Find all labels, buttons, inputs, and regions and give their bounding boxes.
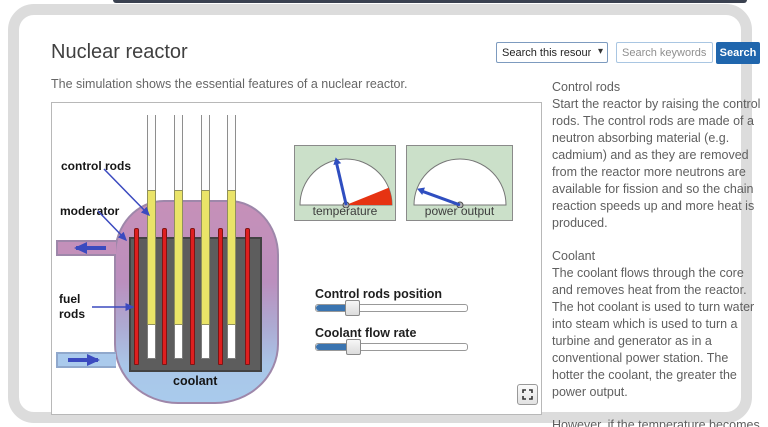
gauge-dial <box>413 158 507 208</box>
slider-fill <box>316 305 353 311</box>
info-section-warning: However, if the temperature becomes too … <box>552 417 762 427</box>
control-rods-slider[interactable] <box>315 300 468 316</box>
search-button[interactable]: Search <box>716 42 760 64</box>
label-fuel-rods: fuel rods <box>59 292 85 322</box>
temperature-gauge-label: temperature <box>312 204 378 218</box>
search-scope-select-wrap: Search this resource ▾ <box>496 42 608 63</box>
content-card: Nuclear reactor Search this resource ▾ S… <box>8 4 760 427</box>
control-rod-channel <box>201 324 210 359</box>
search-scope-select[interactable]: Search this resource <box>496 42 608 63</box>
fullscreen-button[interactable] <box>517 384 538 405</box>
power-output-gauge-label: power output <box>424 204 495 218</box>
info-heading: Coolant <box>552 249 596 263</box>
info-heading: Control rods <box>552 80 621 94</box>
label-fuel-line2: rods <box>59 307 86 321</box>
temperature-gauge: temperature <box>294 145 396 221</box>
simulation-panel: control rods moderator fuel rods coolant <box>51 102 542 415</box>
control-rod-channel <box>147 324 156 359</box>
slider-fill <box>316 344 354 350</box>
fullscreen-expand-icon <box>522 389 533 400</box>
fuel-rod <box>134 228 139 365</box>
control-rod-shaft <box>201 115 210 190</box>
label-fuel-line1: fuel <box>59 292 81 306</box>
control-rod <box>201 190 210 325</box>
power-output-gauge: power output <box>406 145 513 221</box>
control-rod-shaft <box>227 115 236 190</box>
info-body: The coolant flows through the core and r… <box>552 266 755 399</box>
danger-zone-wedge <box>346 187 392 205</box>
label-coolant: coolant <box>173 374 218 388</box>
coolant-flow-slider-thumb[interactable] <box>346 339 362 355</box>
control-rod-channel <box>227 324 236 359</box>
control-rod-shaft <box>147 115 156 190</box>
control-rods-slider-label: Control rods position <box>315 287 443 301</box>
control-rods-slider-thumb[interactable] <box>344 300 360 316</box>
coolant-inlet-pipe <box>56 352 116 368</box>
fuel-rod <box>218 228 223 365</box>
coolant-outlet-pipe <box>56 240 116 256</box>
control-rod <box>227 190 236 325</box>
label-moderator: moderator <box>60 204 120 218</box>
coolant-flow-slider-label: Coolant flow rate <box>315 326 417 340</box>
info-body: Start the reactor by raising the control… <box>552 97 761 230</box>
fuel-rod <box>190 228 195 365</box>
gauge-dial <box>299 158 393 208</box>
info-panel: Control rods Start the reactor by raisin… <box>552 79 762 427</box>
info-section-coolant: Coolant The coolant flows through the co… <box>552 248 762 401</box>
control-rod <box>147 190 156 325</box>
top-edge-line <box>113 0 747 3</box>
info-body: However, if the temperature becomes too … <box>552 418 760 427</box>
page-subtitle: The simulation shows the essential featu… <box>51 77 408 91</box>
control-rod <box>174 190 183 325</box>
fuel-rod <box>162 228 167 365</box>
control-rod-shaft <box>174 115 183 190</box>
info-section-control-rods: Control rods Start the reactor by raisin… <box>552 79 762 232</box>
coolant-flow-slider[interactable] <box>315 339 468 355</box>
fuel-rod <box>245 228 250 365</box>
label-control-rods: control rods <box>61 159 132 173</box>
search-keywords-input[interactable] <box>616 42 713 63</box>
page-title: Nuclear reactor <box>51 41 188 63</box>
control-rod-channel <box>174 324 183 359</box>
